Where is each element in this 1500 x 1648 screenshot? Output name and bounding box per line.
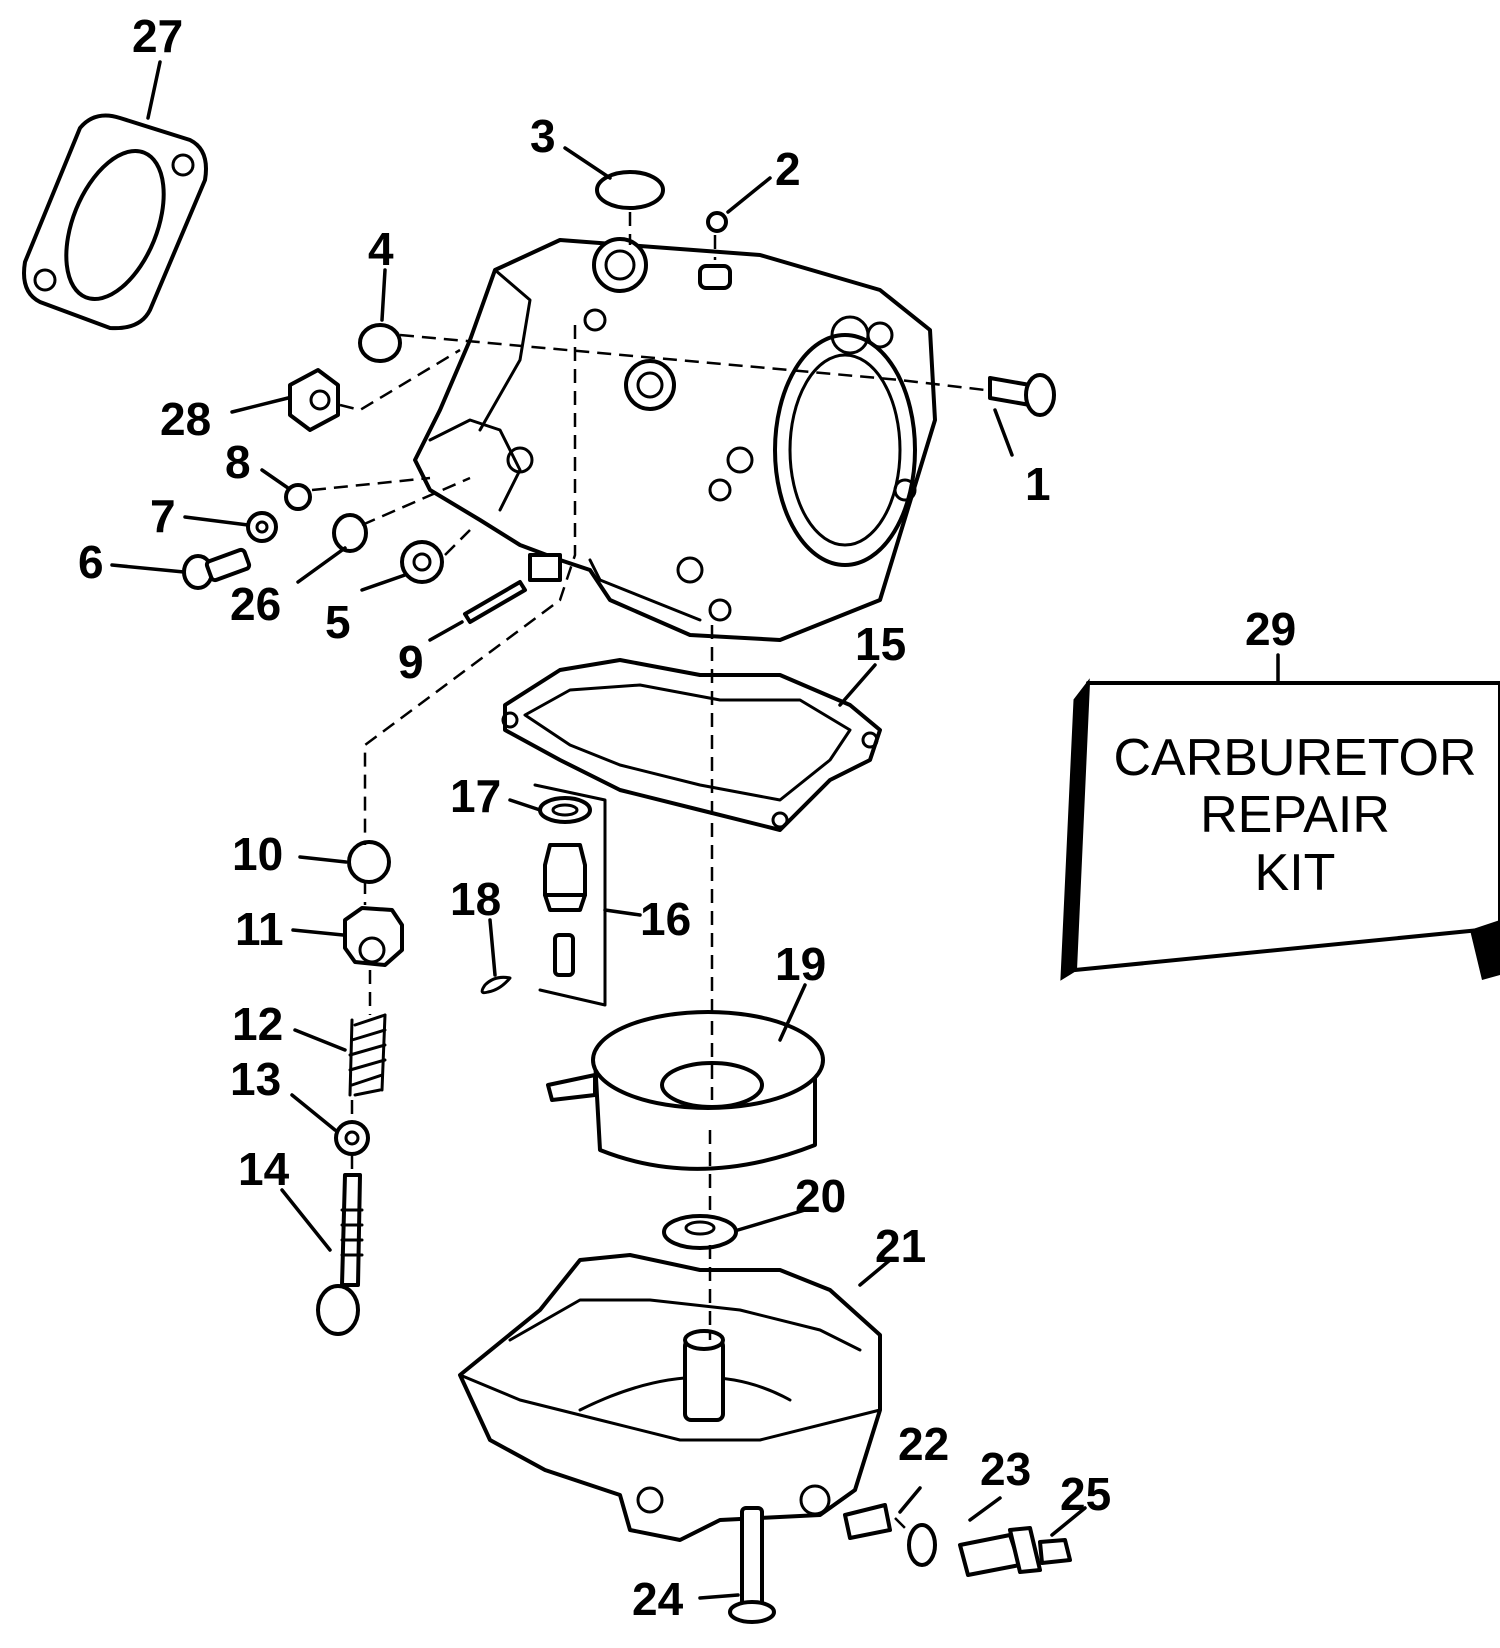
callout-11: 11 bbox=[235, 903, 284, 955]
part-23-washer bbox=[907, 1523, 937, 1567]
part-28-nut bbox=[288, 368, 340, 432]
part-21-float-bowl bbox=[458, 1253, 882, 1542]
part-8-clip bbox=[284, 483, 312, 511]
callout-25: 25 bbox=[1060, 1468, 1111, 1520]
part-12-spring bbox=[348, 1013, 387, 1097]
part-24-screw bbox=[728, 1506, 776, 1624]
callout-15: 15 bbox=[855, 618, 906, 670]
kit-label-line-1: CARBURETOR bbox=[1113, 729, 1476, 787]
callout-21: 21 bbox=[875, 1220, 926, 1272]
callout-8: 8 bbox=[225, 436, 251, 488]
callout-26: 26 bbox=[230, 578, 281, 630]
part-15-bowl-gasket bbox=[501, 658, 882, 832]
callout-12: 12 bbox=[232, 998, 283, 1050]
part-25-fitting bbox=[958, 1526, 1072, 1577]
callout-9: 9 bbox=[398, 636, 424, 688]
part-1-screw bbox=[988, 373, 1056, 417]
part-18-clip bbox=[480, 975, 512, 995]
callout-4: 4 bbox=[368, 223, 394, 275]
part-6-screw bbox=[182, 547, 252, 590]
callout-18: 18 bbox=[450, 873, 501, 925]
part-16-needle-seat bbox=[533, 783, 607, 1007]
part-2-ball bbox=[706, 211, 728, 233]
callout-5: 5 bbox=[325, 596, 351, 648]
callout-28: 28 bbox=[160, 393, 211, 445]
alignment-lines bbox=[311, 212, 986, 1536]
kit-label-line-2: REPAIR bbox=[1200, 786, 1390, 844]
callout-1: 1 bbox=[1025, 458, 1051, 510]
leader-lines bbox=[110, 60, 1280, 1600]
callout-17: 17 bbox=[450, 770, 501, 822]
part-4-plug bbox=[358, 323, 402, 363]
callout-10: 10 bbox=[232, 828, 283, 880]
part-17-gasket bbox=[538, 796, 592, 824]
callout-6: 6 bbox=[78, 536, 104, 588]
callout-29: 29 bbox=[1245, 603, 1296, 655]
part-11-fitting bbox=[343, 906, 404, 967]
part-20-gasket bbox=[662, 1214, 738, 1250]
part-10-washer bbox=[347, 840, 391, 884]
part-7-washer bbox=[246, 511, 278, 543]
repair-kit-label: CARBURETOR REPAIR KIT bbox=[1113, 729, 1476, 902]
part-27-flange-gasket bbox=[22, 113, 208, 331]
part-5-washer bbox=[400, 540, 444, 584]
part-29-repair-kit-box bbox=[1060, 678, 1500, 981]
part-19-float bbox=[546, 1010, 825, 1171]
part-3-plug bbox=[595, 170, 665, 210]
callout-labels: 27 3 2 4 28 1 8 7 6 26 5 9 15 29 17 10 1… bbox=[78, 10, 1296, 1625]
callout-24: 24 bbox=[632, 1573, 684, 1625]
part-22-screw bbox=[843, 1503, 892, 1540]
callout-22: 22 bbox=[898, 1418, 949, 1470]
callout-27: 27 bbox=[132, 10, 183, 62]
carburetor-body bbox=[413, 237, 937, 642]
callout-14: 14 bbox=[238, 1143, 290, 1195]
part-26-bushing bbox=[332, 513, 368, 553]
callout-23: 23 bbox=[980, 1443, 1031, 1495]
callout-7: 7 bbox=[150, 490, 176, 542]
part-9-pin bbox=[463, 580, 527, 624]
callout-16: 16 bbox=[640, 893, 691, 945]
kit-label-line-3: KIT bbox=[1255, 844, 1336, 902]
callout-13: 13 bbox=[230, 1053, 281, 1105]
callout-20: 20 bbox=[795, 1170, 846, 1222]
callout-2: 2 bbox=[775, 143, 801, 195]
part-13-washer bbox=[334, 1120, 370, 1156]
callout-19: 19 bbox=[775, 938, 826, 990]
callout-3: 3 bbox=[530, 110, 556, 162]
part-14-needle bbox=[316, 1173, 364, 1336]
